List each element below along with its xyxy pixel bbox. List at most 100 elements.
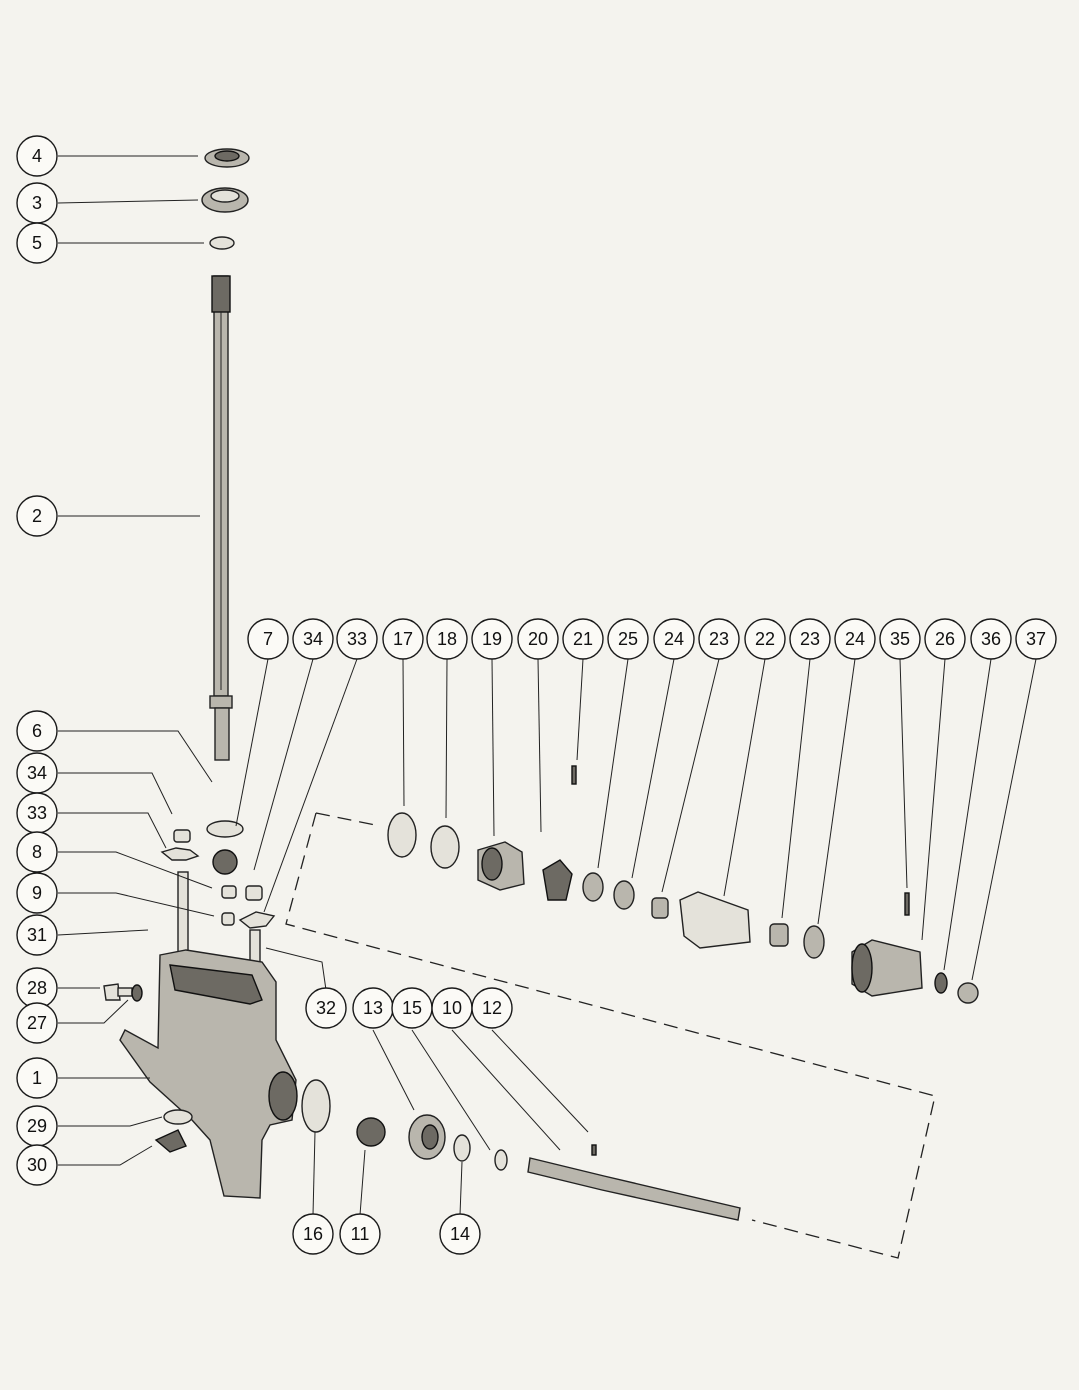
part-bushing-d	[221, 912, 235, 926]
part-cross-pin	[591, 1144, 597, 1156]
callout-12: 12	[471, 987, 513, 1029]
callout-circle	[562, 618, 604, 660]
callout-number: 18	[437, 629, 457, 649]
callout-circle	[16, 495, 58, 537]
callout-21: 21	[562, 618, 604, 660]
callout-18: 18	[426, 618, 468, 660]
callout-number: 16	[303, 1224, 323, 1244]
callout-19: 19	[471, 618, 513, 660]
callout-number: 37	[1026, 629, 1046, 649]
part-key	[571, 765, 577, 785]
part-seal-ring	[387, 812, 417, 858]
callout-number: 3	[32, 193, 42, 213]
part-forward-gear	[356, 1117, 386, 1147]
callout-circle	[698, 618, 740, 660]
callout-number: 9	[32, 883, 42, 903]
callout-number: 10	[442, 998, 462, 1018]
part-shim	[206, 820, 244, 838]
callout-circle	[292, 1213, 334, 1255]
callout-circle	[16, 1057, 58, 1099]
callout-circle	[744, 618, 786, 660]
callout-circle	[16, 872, 58, 914]
callout-number: 31	[27, 925, 47, 945]
callout-circle	[339, 1213, 381, 1255]
callout-34: 34	[292, 618, 334, 660]
callout-number: 33	[27, 803, 47, 823]
callout-circle	[16, 710, 58, 752]
callout-36: 36	[970, 618, 1012, 660]
callout-9: 9	[16, 872, 58, 914]
callout-25: 25	[607, 618, 649, 660]
part-retaining-ring	[209, 236, 235, 250]
callout-number: 24	[664, 629, 684, 649]
callout-number: 25	[618, 629, 638, 649]
part-bearing-top	[204, 148, 250, 168]
callout-circle	[16, 1002, 58, 1044]
part-small-o-ring	[494, 1149, 508, 1171]
callout-number: 6	[32, 721, 42, 741]
part-gasket	[163, 1109, 193, 1125]
callout-27: 27	[16, 1002, 58, 1044]
part-spacer-b	[613, 880, 635, 910]
callout-24: 24	[653, 618, 695, 660]
callout-number: 8	[32, 842, 42, 862]
callout-circle	[247, 618, 289, 660]
callout-10: 10	[431, 987, 473, 1029]
callout-31: 31	[16, 914, 58, 956]
callout-number: 27	[27, 1013, 47, 1033]
callout-6: 6	[16, 710, 58, 752]
callout-3: 3	[16, 182, 58, 224]
leader-lines	[57, 155, 1037, 1216]
callout-number: 22	[755, 629, 775, 649]
part-spacer-a	[582, 872, 604, 902]
callout-number: 36	[981, 629, 1001, 649]
callout-circle	[517, 618, 559, 660]
callout-number: 2	[32, 506, 42, 526]
part-bushing-a	[173, 829, 191, 843]
callout-number: 21	[573, 629, 593, 649]
part-pinion-gear	[212, 849, 238, 875]
callout-33: 33	[336, 618, 378, 660]
part-bushing-b	[221, 885, 237, 899]
part-nut	[957, 982, 979, 1004]
part-propeller-hub	[851, 939, 923, 997]
callout-circle	[16, 914, 58, 956]
callout-15: 15	[391, 987, 433, 1029]
callout-24: 24	[834, 618, 876, 660]
part-o-ring	[430, 825, 460, 869]
callout-7: 7	[247, 618, 289, 660]
part-anode	[154, 1129, 187, 1153]
callout-23: 23	[698, 618, 740, 660]
callout-number: 20	[528, 629, 548, 649]
part-plate-b	[238, 911, 276, 929]
callout-33: 33	[16, 792, 58, 834]
callout-4: 4	[16, 135, 58, 177]
callout-2: 2	[16, 495, 58, 537]
callout-14: 14	[439, 1213, 481, 1255]
callout-circle	[924, 618, 966, 660]
callout-circle	[16, 135, 58, 177]
part-roller-bearing	[408, 1114, 446, 1160]
part-cone	[679, 891, 751, 949]
callout-circle	[607, 618, 649, 660]
part-sleeve	[651, 897, 669, 919]
callout-number: 24	[845, 629, 865, 649]
callout-number: 28	[27, 978, 47, 998]
part-bushing-c	[245, 885, 263, 901]
callout-circle	[471, 987, 513, 1029]
callout-circle	[16, 1144, 58, 1186]
callout-circle	[653, 618, 695, 660]
callout-37: 37	[1015, 618, 1057, 660]
callout-number: 34	[303, 629, 323, 649]
callout-circle	[336, 618, 378, 660]
callout-number: 29	[27, 1116, 47, 1136]
callout-number: 5	[32, 233, 42, 253]
callout-number: 4	[32, 146, 42, 166]
callout-circle	[1015, 618, 1057, 660]
callout-35: 35	[879, 618, 921, 660]
part-sleeve-b	[769, 923, 789, 947]
part-washer	[131, 984, 143, 1002]
callout-number: 23	[800, 629, 820, 649]
part-water-pump-housing	[477, 841, 525, 891]
